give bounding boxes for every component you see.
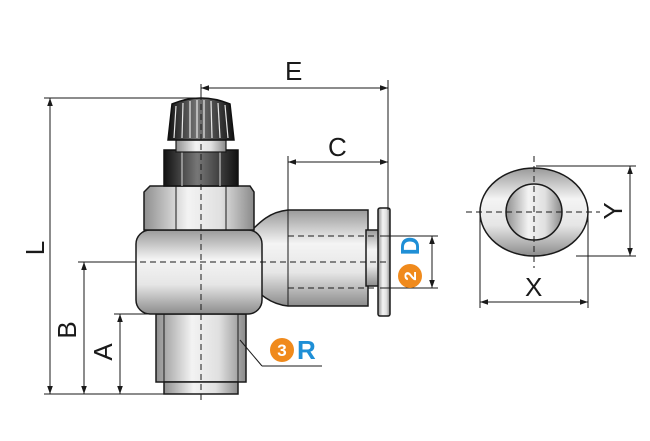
dimension-c (287, 156, 388, 210)
label-c: C (328, 132, 347, 162)
end-view (466, 156, 600, 268)
callout-2-number: 2 (401, 271, 420, 280)
label-b: B (52, 321, 82, 338)
label-e: E (285, 56, 302, 86)
hex-nut (143, 185, 255, 231)
callout-2d: 2 D (395, 237, 425, 288)
label-l: L (20, 241, 50, 255)
dimension-x (479, 214, 589, 308)
dimension-a (114, 313, 156, 394)
dimension-e (200, 80, 389, 210)
callout-3-letter: R (297, 335, 316, 365)
main-body (135, 229, 263, 315)
dimension-b (78, 261, 136, 394)
callout-3r: 3 R (239, 335, 322, 367)
dimension-y (536, 165, 636, 257)
callout-3-number: 3 (277, 341, 286, 360)
label-x: X (525, 272, 542, 302)
label-y: Y (598, 202, 628, 219)
fitting-body (135, 97, 391, 395)
callout-2-letter: D (395, 237, 425, 256)
label-a: A (88, 343, 118, 361)
dimension-d (380, 235, 438, 289)
dimension-l (44, 97, 196, 395)
elbow-tube (245, 209, 369, 307)
center-lines (120, 84, 388, 402)
